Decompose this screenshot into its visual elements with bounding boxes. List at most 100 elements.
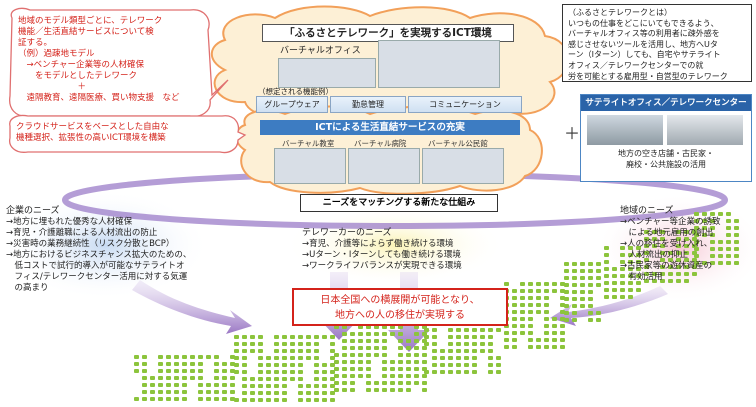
map-dot bbox=[636, 253, 641, 257]
map-dot bbox=[398, 339, 403, 343]
arrow-right bbox=[550, 286, 668, 326]
note-line: ーン（Iターン）しても、自宅やサテライト bbox=[568, 50, 721, 60]
map-dot bbox=[350, 353, 355, 357]
map-dot bbox=[560, 289, 565, 293]
map-dot bbox=[342, 360, 347, 364]
map-dot bbox=[580, 269, 585, 273]
map-dot bbox=[258, 377, 263, 381]
map-dot bbox=[234, 363, 239, 367]
map-dot bbox=[382, 367, 387, 371]
map-dot bbox=[398, 367, 403, 371]
map-dot bbox=[314, 398, 319, 402]
map-dot bbox=[528, 303, 533, 307]
map-dot bbox=[496, 328, 501, 332]
map-dot bbox=[314, 349, 319, 353]
map-dot bbox=[242, 398, 247, 402]
map-dot bbox=[636, 260, 641, 264]
map-dot bbox=[580, 290, 585, 294]
map-dot bbox=[358, 325, 363, 329]
map-dot bbox=[250, 342, 255, 346]
map-dot bbox=[174, 362, 179, 366]
callout-line: 遠隔教育、遠隔医療、買い物支援 など bbox=[18, 93, 180, 103]
map-dot bbox=[398, 332, 403, 336]
map-dot bbox=[580, 276, 585, 280]
map-dot bbox=[572, 269, 577, 273]
map-dot bbox=[358, 353, 363, 357]
map-dot bbox=[266, 384, 271, 388]
map-dot bbox=[390, 325, 395, 329]
map-dot bbox=[472, 363, 477, 367]
map-dot bbox=[282, 349, 287, 353]
map-dot bbox=[620, 274, 625, 278]
map-dot bbox=[314, 342, 319, 346]
map-dot bbox=[694, 261, 699, 265]
map-dot bbox=[448, 335, 453, 339]
map-dot bbox=[366, 332, 371, 336]
map-dot bbox=[710, 212, 715, 216]
map-dot bbox=[456, 335, 461, 339]
map-dot bbox=[274, 349, 279, 353]
map-dot bbox=[142, 397, 147, 401]
map-dot bbox=[206, 355, 211, 359]
map-dot bbox=[628, 267, 633, 271]
map-dot bbox=[166, 362, 171, 366]
communication-pill: コミュニケーション bbox=[408, 96, 522, 113]
map-dot bbox=[298, 342, 303, 346]
virtual-hospital-screenshot bbox=[348, 148, 420, 184]
map-dot bbox=[676, 237, 681, 241]
map-dot bbox=[322, 363, 327, 367]
map-dot bbox=[726, 254, 731, 258]
map-dot bbox=[374, 325, 379, 329]
map-dot bbox=[512, 303, 517, 307]
map-dot bbox=[334, 360, 339, 364]
map-dot bbox=[512, 345, 517, 349]
map-dot bbox=[440, 370, 445, 374]
map-dot bbox=[660, 251, 665, 255]
map-dot bbox=[660, 272, 665, 276]
furusato-telework-definition: （ふるさとテレワークとは） いつもの仕事をどこにいてもできるよう、 バーチャルオ… bbox=[562, 4, 752, 82]
map-dot bbox=[374, 388, 379, 392]
map-dot bbox=[374, 332, 379, 336]
map-dot bbox=[342, 339, 347, 343]
map-dot bbox=[520, 296, 525, 300]
map-dot bbox=[726, 233, 731, 237]
map-dot bbox=[350, 374, 355, 378]
ict-environment-title: 「ふるさとテレワーク」を実現するICT環境 bbox=[262, 24, 514, 42]
map-dot bbox=[588, 318, 593, 322]
map-dot bbox=[250, 384, 255, 388]
map-dot bbox=[350, 346, 355, 350]
note-line: オフィス／テレワークセンターでの就 bbox=[568, 60, 704, 70]
virtual-classroom-label: バーチャル教室 bbox=[282, 139, 335, 148]
map-dot bbox=[398, 381, 403, 385]
map-dot bbox=[684, 279, 689, 283]
map-dot bbox=[668, 272, 673, 276]
map-dot bbox=[512, 324, 517, 328]
regional-need: →古民家等の遊休資産の bbox=[620, 261, 713, 271]
map-dot bbox=[520, 324, 525, 328]
corporate-need: →災害時の業務継続性（リスク分散とBCP） bbox=[6, 239, 175, 249]
map-dot bbox=[564, 297, 569, 301]
map-dot bbox=[142, 376, 147, 380]
map-dot bbox=[544, 324, 549, 328]
map-dot bbox=[726, 261, 731, 265]
map-dot bbox=[314, 363, 319, 367]
map-dot bbox=[596, 269, 601, 273]
map-dot bbox=[134, 369, 139, 373]
map-dot bbox=[536, 282, 541, 286]
map-dot bbox=[230, 376, 235, 380]
map-dot bbox=[432, 349, 437, 353]
map-dot bbox=[456, 349, 461, 353]
map-dot bbox=[182, 355, 187, 359]
map-dot bbox=[652, 237, 657, 241]
map-dot bbox=[644, 265, 649, 269]
map-dot bbox=[190, 369, 195, 373]
map-dot bbox=[718, 247, 723, 251]
map-dot bbox=[528, 331, 533, 335]
map-dot bbox=[564, 262, 569, 266]
map-dot bbox=[422, 353, 427, 357]
map-dot bbox=[612, 281, 617, 285]
map-dot bbox=[464, 370, 469, 374]
callout-line: →ベンチャー企業等の人材確保 bbox=[18, 60, 145, 70]
map-dot bbox=[242, 342, 247, 346]
map-dot bbox=[150, 390, 155, 394]
